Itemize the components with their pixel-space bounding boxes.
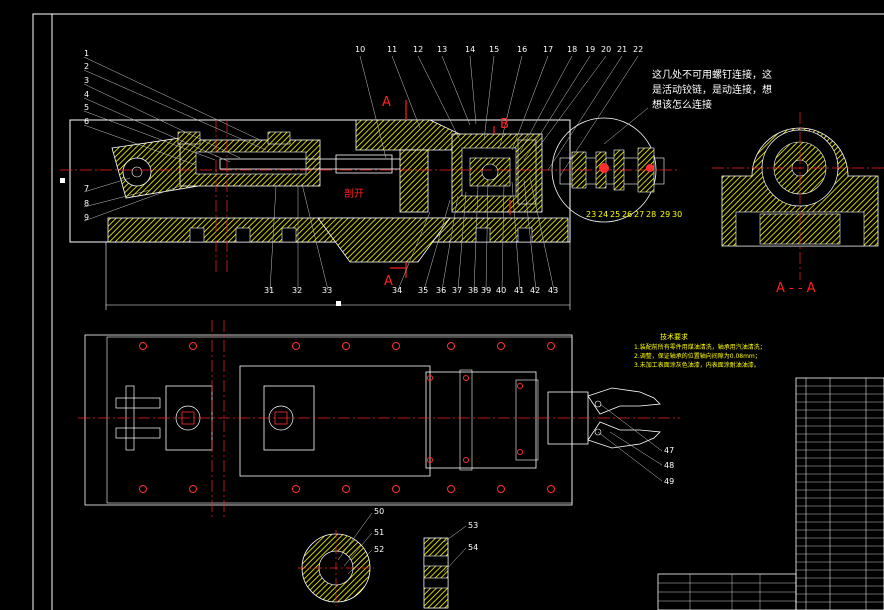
front-section-view: [60, 100, 680, 310]
pivot-left: [122, 157, 152, 187]
part-number-33: 33: [322, 286, 332, 295]
part-number-16: 16: [517, 45, 527, 54]
part-number-12: 12: [413, 45, 423, 54]
requirement-1: 1.装配前所有零件用煤油清洗，轴承用汽油清洗；: [634, 343, 766, 351]
part-number-21: 21: [617, 45, 627, 54]
part-number-39: 39: [481, 286, 491, 295]
part-number-36: 36: [436, 286, 446, 295]
part-number-3: 3: [84, 76, 89, 85]
plan-cylinder: [239, 365, 431, 477]
part-number-50: 50: [374, 507, 384, 516]
requirements-title: 技术要求: [660, 332, 688, 341]
part-number-49: 49: [664, 477, 674, 486]
leader-lines: [83, 55, 663, 575]
part-number-9: 9: [84, 213, 89, 222]
part-number-5: 5: [84, 103, 89, 112]
upper-housing: [355, 119, 469, 151]
part-number-24: 24: [598, 210, 608, 219]
inner-frame: [51, 13, 884, 610]
part-number-15: 15: [489, 45, 499, 54]
side-view-a-a: [712, 112, 884, 280]
part-53-sleeve: [423, 537, 449, 609]
part-number-11: 11: [387, 45, 397, 54]
plan-base-inner: [106, 336, 573, 504]
top-plan-view: [78, 320, 680, 520]
part-number-32: 32: [292, 286, 302, 295]
section-b-label: B: [500, 117, 509, 132]
part-number-31: 31: [264, 286, 274, 295]
part-number-43: 43: [548, 286, 558, 295]
part-number-37: 37: [452, 286, 462, 295]
part-number-1: 1: [84, 49, 89, 58]
section-a-bottom-label: A: [384, 274, 393, 289]
part-number-6: 6: [84, 117, 89, 126]
title-block: [657, 573, 797, 610]
part-number-51: 51: [374, 528, 384, 537]
part-number-52: 52: [374, 545, 384, 554]
requirement-2: 2.调整，保证轴承的位置轴向间隙为0.08mm；: [634, 352, 761, 360]
part-number-10: 10: [355, 45, 365, 54]
part-number-27: 27: [634, 210, 644, 219]
part-number-22: 22: [633, 45, 643, 54]
part-number-2: 2: [84, 62, 89, 71]
requirement-3: 3.未加工表面涂灰色油漆，内表面涂耐油油漆。: [634, 361, 760, 369]
part-number-30: 30: [672, 210, 682, 219]
part-number-28: 28: [646, 210, 656, 219]
part-number-34: 34: [392, 286, 402, 295]
part-number-26: 26: [622, 210, 632, 219]
cut-label: 剖开: [344, 187, 364, 200]
part-number-7: 7: [84, 184, 89, 193]
part-number-29: 29: [660, 210, 670, 219]
annotation-line-1: 这几处不可用螺钉连接，这: [652, 68, 772, 81]
part-number-35: 35: [418, 286, 428, 295]
part-number-23: 23: [586, 210, 596, 219]
part-number-14: 14: [465, 45, 475, 54]
support-wedge: [317, 217, 451, 263]
section-a-top-label: A: [382, 95, 391, 110]
part-number-25: 25: [610, 210, 620, 219]
part-number-8: 8: [84, 199, 89, 208]
part-number-53: 53: [468, 521, 478, 530]
part-number-13: 13: [437, 45, 447, 54]
part-50-ring: [298, 530, 374, 606]
view-a-a-title: A - - A: [776, 281, 816, 296]
annotation-line-2: 是活动铰链，是动连接，想: [652, 83, 772, 96]
annotation-line-3: 想该怎么连接: [652, 98, 712, 111]
part-number-47: 47: [664, 446, 674, 455]
part-number-40: 40: [496, 286, 506, 295]
part-number-17: 17: [543, 45, 553, 54]
plan-base-outer: [84, 334, 573, 506]
part-number-41: 41: [514, 286, 524, 295]
part-number-38: 38: [468, 286, 478, 295]
outer-frame: [32, 13, 884, 610]
part-number-54: 54: [468, 543, 478, 552]
part-number-48: 48: [664, 461, 674, 470]
plan-mounting-holes: [139, 342, 555, 493]
part-number-4: 4: [84, 90, 89, 99]
part-number-19: 19: [585, 45, 595, 54]
part-number-18: 18: [567, 45, 577, 54]
part-number-20: 20: [601, 45, 611, 54]
part-number-42: 42: [530, 286, 540, 295]
parts-list-table: [795, 377, 884, 610]
